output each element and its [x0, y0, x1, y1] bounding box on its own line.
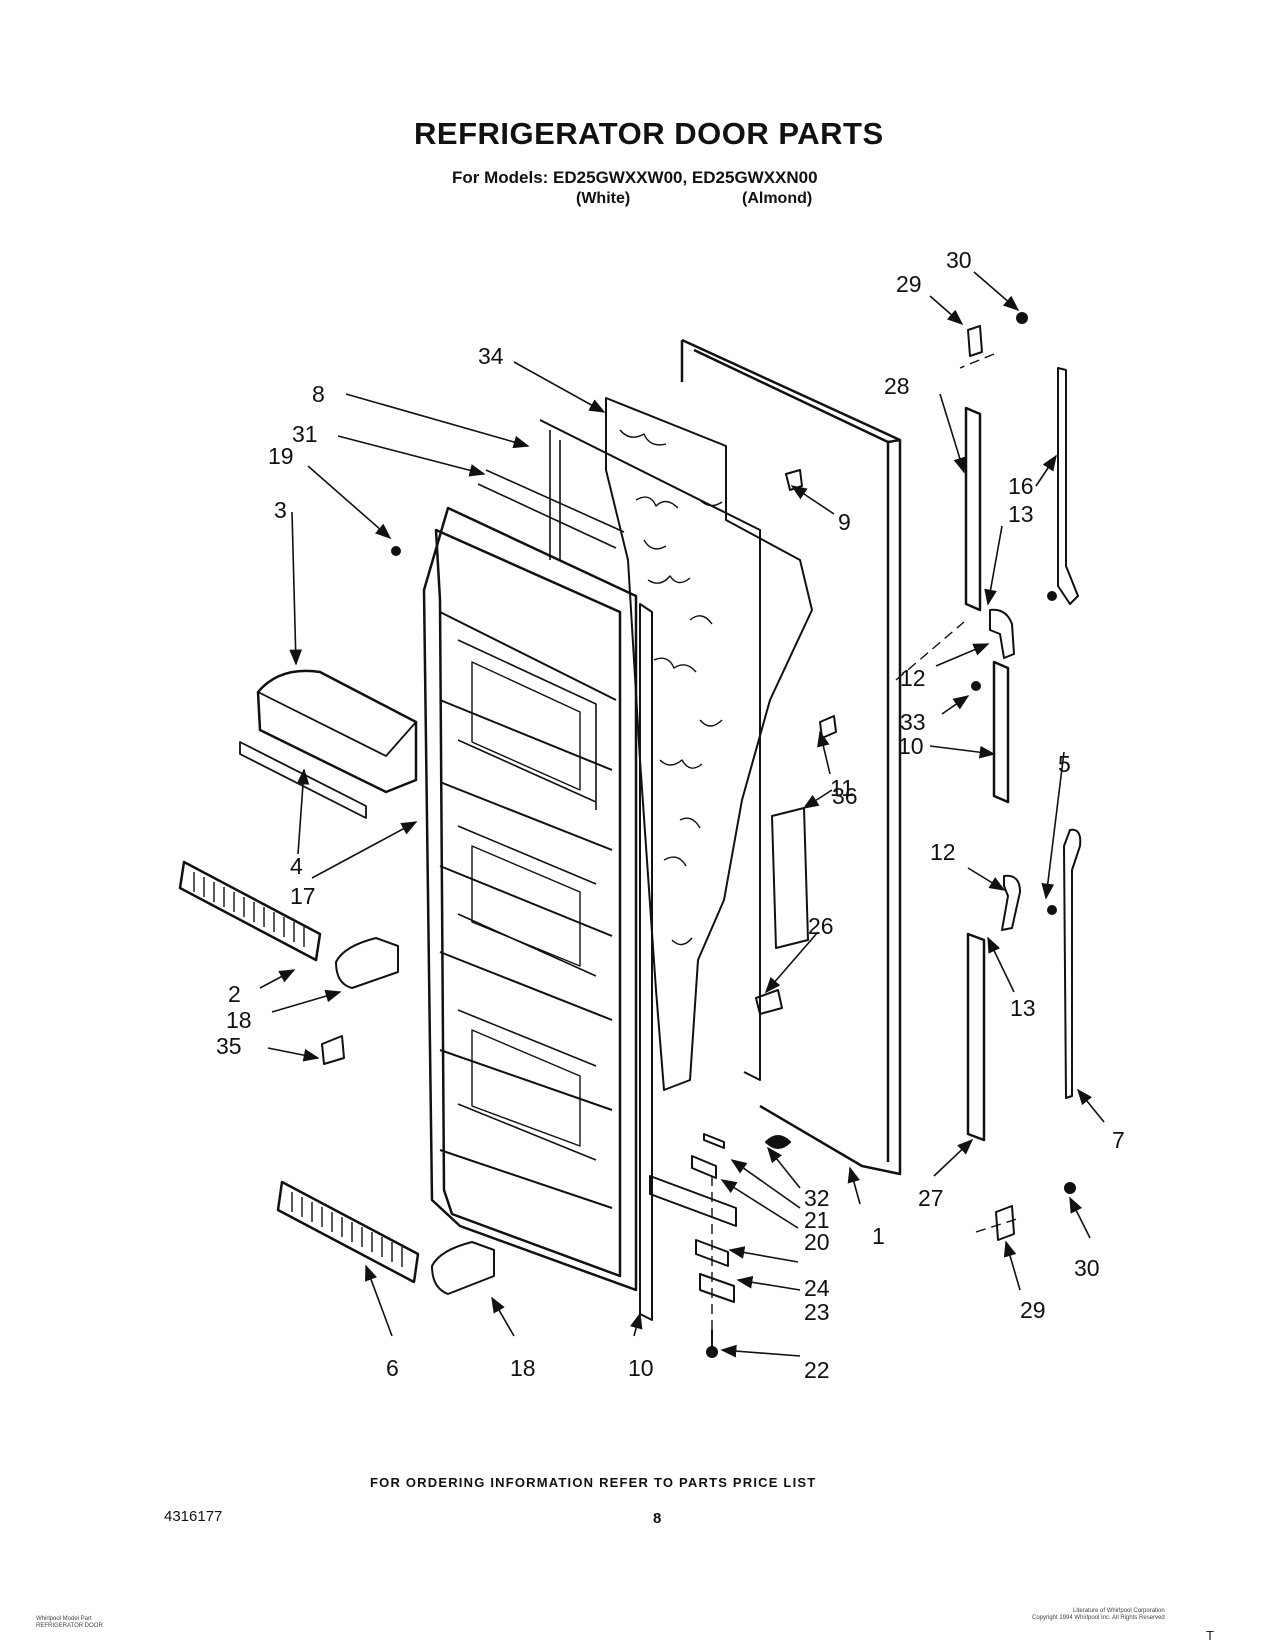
- callout-16: 16: [1008, 473, 1034, 499]
- models-line: For Models: ED25GWXXW00, ED25GWXXN00: [452, 168, 818, 187]
- callout-18: 18: [510, 1355, 536, 1381]
- callout-5: 5: [1058, 751, 1071, 777]
- footer-small-right-line-1: Literature of Whirlpool Corporation: [1073, 1608, 1165, 1614]
- footer-small-left-line-1: Whirlpool Model Part: [36, 1616, 92, 1622]
- toe-grille-upper: [178, 860, 322, 962]
- ordering-note: FOR ORDERING INFORMATION REFER TO PARTS …: [370, 1475, 817, 1490]
- callout-8: 8: [312, 381, 325, 407]
- callout-18: 18: [226, 1007, 252, 1033]
- hinge-cover-upper: [335, 937, 399, 989]
- callout-36: 36: [832, 783, 858, 809]
- callout-4: 4: [290, 853, 303, 879]
- variant-almond: (Almond): [742, 190, 813, 207]
- page-title: REFRIGERATOR DOOR PARTS: [414, 116, 884, 151]
- door-liner: [422, 506, 638, 1292]
- callout-32: 32: [804, 1185, 830, 1211]
- callout-29: 29: [896, 271, 922, 297]
- callout-10: 10: [898, 733, 924, 759]
- leader-lines: [259, 271, 1105, 1358]
- corner-mark: T: [1206, 1628, 1214, 1643]
- callout-22: 22: [804, 1357, 830, 1383]
- door-handle-upper: [964, 406, 1010, 804]
- callout-33: 33: [900, 709, 926, 735]
- callout-20: 20: [804, 1229, 830, 1255]
- callout-27: 27: [918, 1185, 944, 1211]
- footer-small-right-line-2: Copyright 1994 Whirlpool Inc. All Rights…: [1032, 1615, 1165, 1621]
- callout-12: 12: [900, 665, 926, 691]
- callout-29: 29: [1020, 1297, 1046, 1323]
- callout-23: 23: [804, 1299, 830, 1325]
- callout-10: 10: [628, 1355, 654, 1381]
- callout-7: 7: [1112, 1127, 1125, 1153]
- door-bin-cover: [239, 669, 418, 819]
- callout-19: 19: [268, 443, 294, 469]
- callout-34: 34: [478, 343, 504, 369]
- callout-13: 13: [1008, 501, 1034, 527]
- hinge-cover-lower: [431, 1241, 495, 1295]
- handle-bracket-lower: [1001, 874, 1021, 931]
- callout-30: 30: [1074, 1255, 1100, 1281]
- document-number: 4316177: [164, 1508, 223, 1525]
- hinge-assembly: [649, 1133, 737, 1352]
- handle-trim-lower: [1063, 828, 1082, 1099]
- fasteners: [321, 312, 1076, 1358]
- callout-1: 1: [872, 1223, 885, 1249]
- callout-6: 6: [386, 1355, 399, 1381]
- door-gasket: [477, 419, 761, 1321]
- callout-30: 30: [946, 247, 972, 273]
- footer-small-left: Whirlpool Model Part REFRIGERATOR DOOR: [36, 1616, 103, 1630]
- callout-28: 28: [884, 373, 910, 399]
- toe-grille-lower: [276, 1180, 420, 1284]
- callout-26: 26: [808, 913, 834, 939]
- callout-labels: 30 29 34 8 28 31 19 16 13 9 3 12 33 11 1…: [216, 247, 1125, 1383]
- callout-9: 9: [838, 509, 851, 535]
- callout-24: 24: [804, 1275, 830, 1301]
- handle-bracket-upper: [989, 608, 1015, 659]
- variant-white: (White): [576, 190, 631, 207]
- footer-small-right: Literature of Whirlpool Corporation Copy…: [1032, 1608, 1165, 1622]
- door-block: [771, 807, 809, 949]
- callout-11: 11: [830, 775, 854, 801]
- callout-21: 21: [804, 1207, 830, 1233]
- callout-31: 31: [292, 421, 318, 447]
- outer-door-panel: [680, 338, 902, 1176]
- alignment-lines: [711, 353, 1021, 1330]
- page-number: 8: [653, 1510, 662, 1527]
- door-handle-lower: [966, 932, 986, 1142]
- callout-12: 12: [930, 839, 956, 865]
- callout-13: 13: [1010, 995, 1036, 1021]
- callout-17: 17: [290, 883, 316, 909]
- callout-2: 2: [228, 981, 241, 1007]
- callout-35: 35: [216, 1033, 242, 1059]
- footer-small-left-line-2: REFRIGERATOR DOOR: [36, 1623, 103, 1629]
- handle-trim-upper: [1057, 367, 1079, 605]
- callout-3: 3: [274, 497, 287, 523]
